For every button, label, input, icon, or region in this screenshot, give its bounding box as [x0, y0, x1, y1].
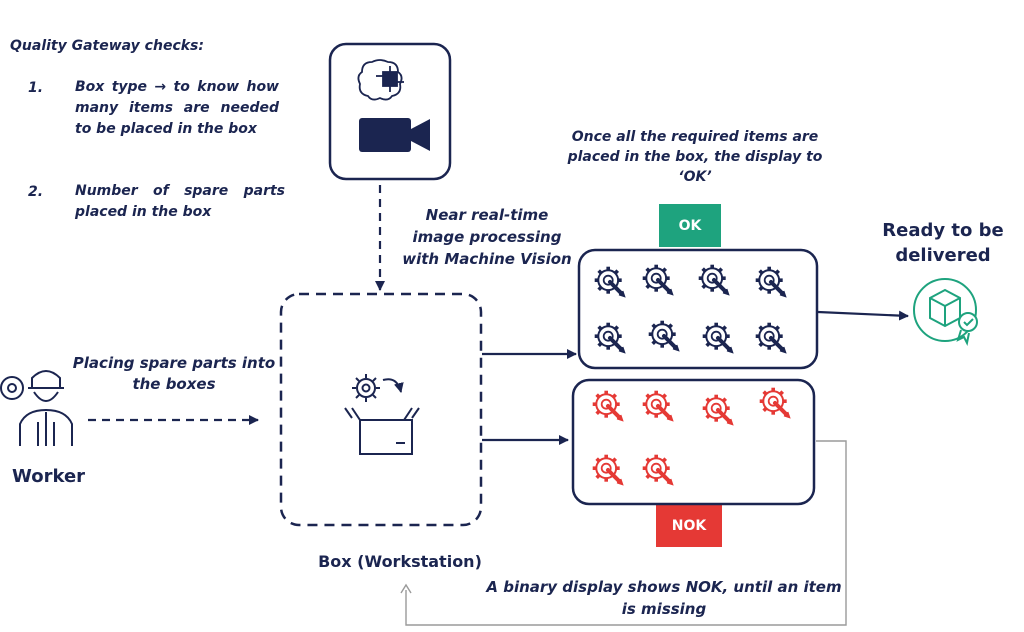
- check-text-2: Number of spare parts placed in the box: [75, 183, 285, 220]
- ok-badge: OK: [659, 204, 721, 247]
- checks-title: Quality Gateway checks:: [10, 38, 204, 54]
- nok-panel: [571, 378, 816, 506]
- check-text-1: Box type → to know how many items are ne…: [75, 79, 279, 137]
- nok-feedback-arrowhead: [400, 583, 412, 594]
- video-camera-icon: [359, 118, 430, 152]
- box-workstation-label: Box (Workstation): [318, 552, 482, 571]
- check-number-1: 1.: [28, 80, 44, 96]
- nok-feedback-line: [405, 440, 847, 626]
- camera-panel: [328, 42, 452, 181]
- worker-label: Worker: [12, 466, 86, 487]
- nok-badge: NOK: [656, 505, 722, 547]
- ai-brain-icon: [357, 59, 404, 101]
- box-workstation-frame: [279, 292, 483, 527]
- ok-to-delivered-arrow: [817, 310, 909, 321]
- check-number-2: 2.: [28, 184, 44, 200]
- image-processing-note: Near real-time image processing with Mac…: [402, 206, 572, 268]
- placing-label: Placing spare parts into the boxes: [72, 354, 276, 393]
- ok-note: Once all the required items are placed i…: [567, 129, 823, 185]
- gear-into-box-icon: [344, 374, 420, 455]
- nok-note: A binary display shows NOK, until an ite…: [486, 578, 842, 618]
- package-approved-icon: [913, 278, 978, 347]
- ready-label: Ready to be delivered: [882, 220, 1004, 266]
- worker-icon: [0, 370, 73, 446]
